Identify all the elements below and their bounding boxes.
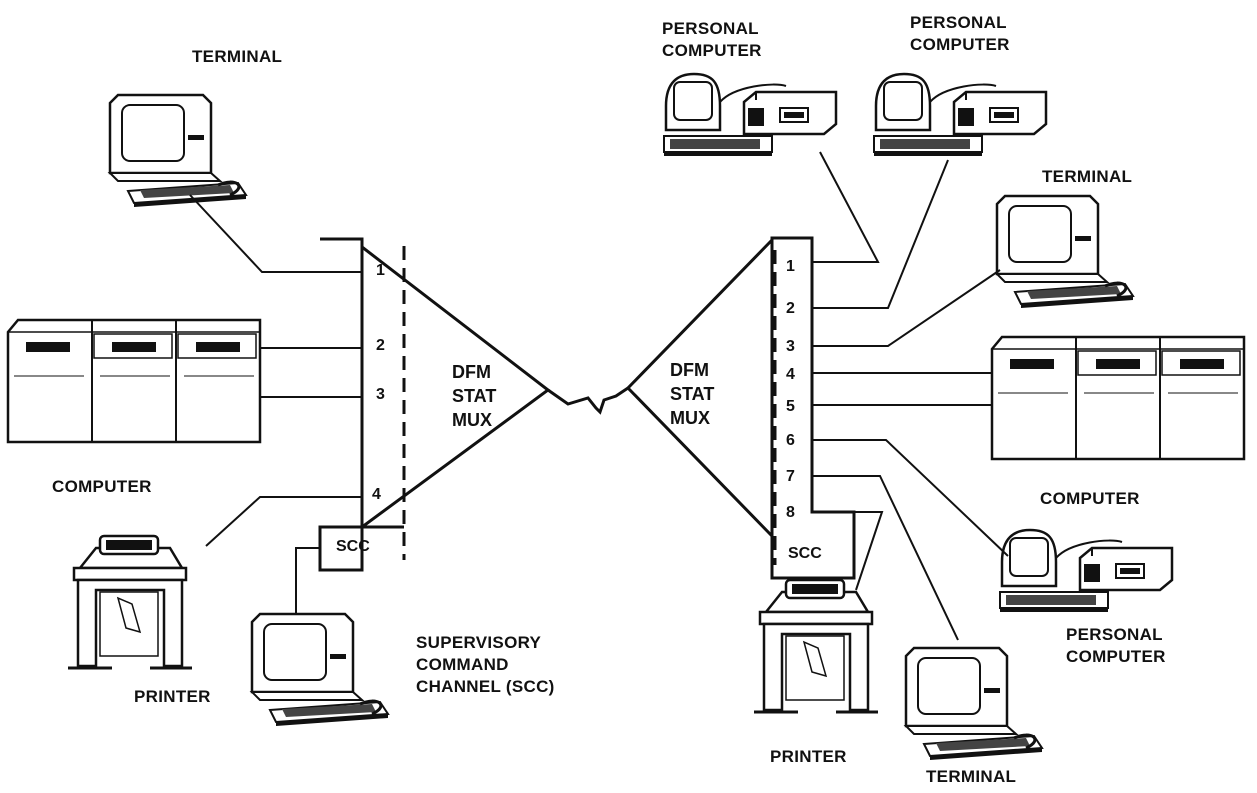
right-pc3-label: PERSONAL COMPUTER (1066, 624, 1166, 668)
left-mux-label-line: DFM (452, 362, 491, 382)
left-mux-outline (318, 237, 551, 572)
left-mux-label-line: MUX (452, 410, 492, 430)
right-printer-icon (752, 578, 880, 714)
right-computer-label: COMPUTER (1040, 489, 1140, 508)
scc-terminal-icon (250, 612, 390, 728)
right-pc3-icon (998, 528, 1174, 614)
scc-terminal-label: SUPERVISORY COMMAND CHANNEL (SCC) (416, 632, 555, 698)
line-right-terminal-top (812, 269, 1001, 347)
right-mux-label-line: MUX (670, 408, 710, 428)
line-right-terminal-bottom (812, 475, 959, 641)
left-printer-label: PRINTER (134, 687, 211, 706)
scc-terminal-label-line: CHANNEL (SCC) (416, 677, 555, 696)
right-terminal-top-label: TERMINAL (1042, 167, 1133, 186)
right-pc1-label-line: COMPUTER (662, 41, 762, 60)
right-terminal-bottom-icon (904, 646, 1044, 762)
right-scc-label: SCC (788, 545, 822, 562)
left-terminal-label: TERMINAL (192, 47, 283, 66)
right-port-1: 1 (786, 258, 795, 275)
line-left-terminal (189, 194, 362, 273)
left-scc-label: SCC (336, 538, 370, 555)
left-computer-icon (6, 318, 262, 444)
right-pc3-label-line: COMPUTER (1066, 647, 1166, 666)
line-scc-terminal (295, 547, 320, 615)
right-mux-label-line: STAT (670, 384, 715, 404)
right-port-4: 4 (786, 366, 795, 383)
right-terminal-top-icon (995, 194, 1135, 310)
right-pc1-label-line: PERSONAL (662, 19, 759, 38)
scc-terminal-label-line: COMMAND (416, 655, 509, 674)
right-port-6: 6 (786, 432, 795, 449)
right-pc2-label: PERSONAL COMPUTER (910, 12, 1010, 56)
line-right-pc2 (812, 159, 949, 309)
right-pc2-label-line: COMPUTER (910, 35, 1010, 54)
right-mux-label-line: DFM (670, 360, 709, 380)
line-right-printer (854, 511, 884, 591)
right-port-7: 7 (786, 468, 795, 485)
right-mux-label: DFM STAT MUX (670, 358, 714, 430)
line-left-printer (205, 496, 362, 547)
right-pc2-icon (872, 72, 1048, 158)
left-computer-label: COMPUTER (52, 477, 152, 496)
right-printer-label: PRINTER (770, 747, 847, 766)
right-port-5: 5 (786, 398, 795, 415)
right-pc2-label-line: PERSONAL (910, 13, 1007, 32)
right-pc1-icon (662, 72, 838, 158)
right-mux-column (770, 236, 856, 580)
line-right-pc3 (812, 439, 1009, 557)
left-mux-label-line: STAT (452, 386, 497, 406)
left-terminal-icon (108, 93, 248, 209)
mux-link-line (547, 386, 629, 415)
right-port-8: 8 (786, 504, 795, 521)
left-mux-label: DFM STAT MUX (452, 360, 496, 432)
left-port-2: 2 (376, 337, 385, 354)
left-port-4: 4 (372, 486, 381, 503)
right-pc1-label: PERSONAL COMPUTER (662, 18, 762, 62)
left-printer-icon (66, 534, 194, 670)
left-port-3: 3 (376, 386, 385, 403)
line-right-pc1 (812, 151, 880, 263)
right-computer-icon (990, 335, 1246, 461)
right-terminal-bottom-label: TERMINAL (926, 767, 1017, 786)
left-port-1: 1 (376, 262, 385, 279)
right-port-3: 3 (786, 338, 795, 355)
right-pc3-label-line: PERSONAL (1066, 625, 1163, 644)
right-port-2: 2 (786, 300, 795, 317)
scc-terminal-label-line: SUPERVISORY (416, 633, 542, 652)
